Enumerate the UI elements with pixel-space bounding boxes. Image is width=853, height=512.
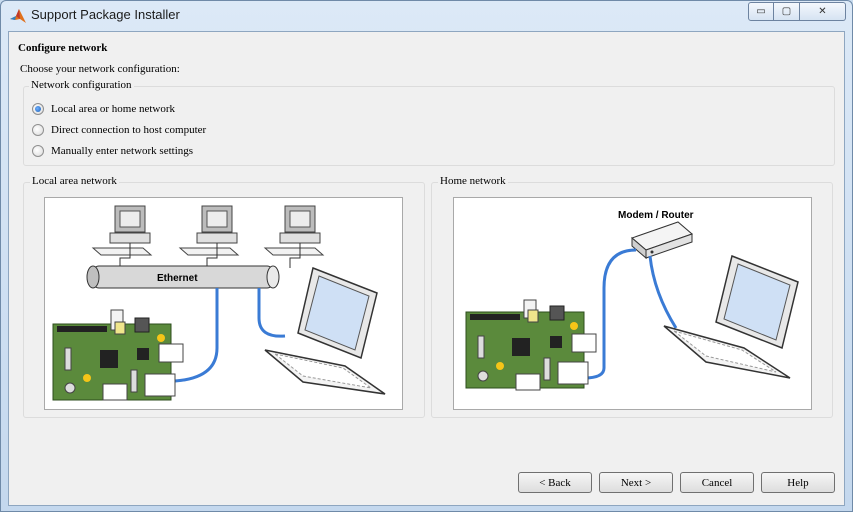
radio-label: Local area or home network bbox=[51, 103, 175, 115]
radio-button[interactable] bbox=[32, 145, 44, 157]
router-icon bbox=[631, 221, 693, 260]
close-button[interactable]: ✕ bbox=[800, 2, 846, 21]
maximize-button[interactable]: ▢ bbox=[774, 2, 800, 21]
maximize-icon: ▢ bbox=[781, 6, 792, 17]
radio-label: Direct connection to host computer bbox=[51, 124, 207, 136]
close-icon: ✕ bbox=[818, 6, 827, 17]
minimize-button[interactable]: ▭ bbox=[748, 2, 774, 21]
client-area: Configure network Choose your network co… bbox=[8, 31, 845, 506]
network-config-group: Network configuration Local area or home… bbox=[23, 79, 835, 166]
ethernet-label: Ethernet bbox=[157, 273, 198, 284]
radio-button-selected[interactable] bbox=[32, 103, 44, 115]
title-bar[interactable]: Support Package Installer ▭ ▢ ✕ bbox=[1, 1, 852, 31]
radio-direct-connection[interactable]: Direct connection to host computer bbox=[32, 124, 206, 136]
desktop-computer-icon bbox=[178, 205, 240, 256]
raspberry-pi-board-icon bbox=[52, 309, 184, 401]
minimize-icon: ▭ bbox=[756, 6, 766, 17]
radio-local-area[interactable]: Local area or home network bbox=[32, 103, 175, 115]
home-diagram: Modem / Router bbox=[453, 197, 812, 410]
desktop-computer-icon bbox=[263, 205, 325, 256]
cancel-button[interactable]: Cancel bbox=[680, 472, 754, 493]
back-button[interactable]: < Back bbox=[518, 472, 592, 493]
help-button[interactable]: Help bbox=[761, 472, 835, 493]
page-title: Configure network bbox=[18, 42, 108, 54]
raspberry-pi-board-icon bbox=[465, 299, 597, 391]
home-diagram-graphic: Modem / Router bbox=[465, 210, 799, 391]
lan-panel-legend: Local area network bbox=[30, 175, 119, 187]
lan-diagram-graphic: Ethernet bbox=[52, 205, 386, 401]
radio-label: Manually enter network settings bbox=[51, 145, 194, 157]
network-config-legend: Network configuration bbox=[29, 79, 134, 91]
home-panel-legend: Home network bbox=[438, 175, 508, 187]
instruction-text: Choose your network configuration: bbox=[20, 63, 180, 75]
laptop-icon bbox=[264, 266, 386, 395]
laptop-icon bbox=[663, 254, 799, 379]
window-title: Support Package Installer bbox=[31, 7, 180, 22]
desktop-computer-icon bbox=[91, 205, 153, 256]
matlab-icon bbox=[10, 9, 26, 23]
next-button[interactable]: Next > bbox=[599, 472, 673, 493]
home-panel: Home network Modem / Router bbox=[431, 175, 833, 418]
lan-panel: Local area network bbox=[23, 175, 425, 418]
router-label: Modem / Router bbox=[618, 210, 694, 221]
radio-manual-settings[interactable]: Manually enter network settings bbox=[32, 145, 193, 157]
window-controls: ▭ ▢ ✕ bbox=[748, 2, 846, 21]
lan-diagram: Ethernet bbox=[44, 197, 403, 410]
radio-button[interactable] bbox=[32, 124, 44, 136]
